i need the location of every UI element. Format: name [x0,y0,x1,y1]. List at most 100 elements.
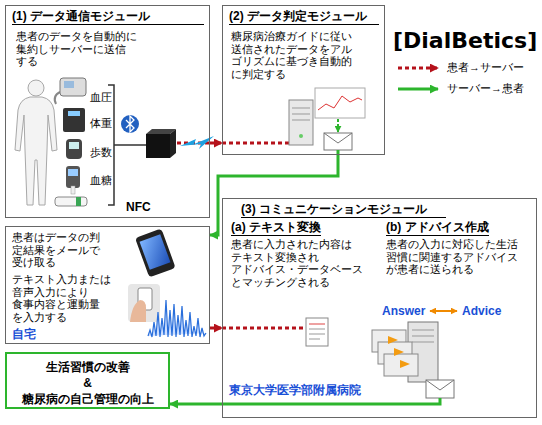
rect-shape [55,197,87,206]
polygon-shape [388,336,398,344]
path-shape [130,300,146,322]
rect-shape [146,134,170,158]
legend-text: 患者→サーバー [447,61,524,74]
human-figure [15,80,57,205]
circle-shape [28,80,44,96]
rect-shape [315,88,365,118]
sensor-label: 体重 [90,117,112,130]
sensor-label: 歩数 [90,146,112,159]
line-shape [309,329,325,330]
path-shape [55,92,60,104]
rect-shape [384,354,418,376]
polyline-shape [318,96,362,110]
match-arrow [430,310,457,312]
outcome-text: 生活習慣の改善 & 糖尿病の自己管理の向上 [7,359,168,407]
sub-heading: (a) テキスト変換 [231,220,321,236]
module-heading: (3) コミュニケーションモジュール [241,202,446,218]
sub-heading: (b) アドバイス作成 [386,220,489,236]
text-document [306,318,328,346]
rect-shape [68,169,78,176]
flow-label: Advice [462,304,501,318]
weight-scale [63,108,85,132]
rect-shape [372,330,406,352]
result-flow-line [222,398,440,404]
rect-shape [324,133,352,150]
interface-label: NFC [126,200,151,214]
rect-shape [306,318,328,346]
rect-shape [71,186,75,194]
connector-arrow [210,327,222,330]
diagram-title: [DialBetics] [393,28,537,54]
rect-shape [289,100,313,145]
rect-shape [408,322,438,382]
rect-shape [69,142,79,149]
module-box: (1) データ通信モジュール患者のデータを自動的に 集約しサーバーに送信 する [5,5,210,218]
bp-monitor [55,78,86,104]
mail-envelope [324,133,352,150]
glucose-meter [66,166,80,194]
polygon-shape [394,348,404,356]
rect-shape [378,342,412,364]
result-flow-line [337,119,339,132]
rect-shape [128,284,160,322]
pedometer [66,139,82,159]
wireless-bolt [180,136,214,149]
rect-shape [68,111,80,116]
sensor-label: 血糖 [90,174,112,187]
rect-shape [76,197,81,206]
bracket [108,85,146,205]
polygon-shape [146,129,176,134]
line-shape [292,108,310,109]
legend-sample-green [398,88,438,91]
sensor-label: 血圧 [90,91,112,104]
smartphone [135,228,176,277]
place-label: 自宅 [12,327,36,341]
rect-shape [426,380,454,398]
rect-shape [64,81,74,88]
connector-arrow [170,403,222,406]
body-text: テキスト入力または 音声入力により 食事内容と運動量 を入力する [12,273,134,323]
rect-shape [63,108,85,132]
legend-text: サーバー→患者 [447,82,524,95]
flow-label: Answer [382,304,425,318]
module-heading: (2) データ判定モジュール [229,9,379,25]
legend-sample-red [398,67,438,70]
hub-box [146,129,176,158]
body-text: 患者はデータの判 定結果をメールで 受け取る [12,231,134,269]
rect-shape [138,288,152,310]
rect-shape [60,78,86,96]
module-description: 患者の入力に対応した生活 習慣に関連するアドバイス が患者に送られる [386,238,536,276]
path-shape [15,97,57,205]
rect-shape [66,166,80,188]
rect-shape [66,139,82,159]
module-description: 糖尿病治療ガイドに従い 送信されたデータをアル ゴリズムに基づき自動的 に判定す… [231,30,381,80]
line-shape [412,330,434,331]
connector-arrow [210,155,338,235]
bluetooth-icon [121,115,139,133]
module-box: (2) データ判定モジュール糖尿病治療ガイドに従い 送信されたデータをアル ゴリ… [222,5,385,155]
polyline-shape [324,133,352,143]
judge-server [289,88,365,145]
line-shape [309,324,325,325]
hand-input-photo [128,284,160,322]
advice-server [372,322,438,382]
line-shape [309,339,320,340]
connector-arrow [210,142,222,145]
line-shape [309,334,325,335]
module-description: 患者のデータを自動的に 集約しサーバーに送信 する [16,30,196,68]
outcome-box: 生活習慣の改善 & 糖尿病の自己管理の向上 [5,352,170,409]
voice-waveform [148,300,206,337]
rect-shape [135,228,176,277]
nfc-device [55,197,87,206]
home-box: 患者はデータの判 定結果をメールで 受け取るテキスト入力または 音声入力により … [5,226,210,344]
mail-envelope [426,380,454,398]
circle-shape [299,134,303,138]
polyline-shape [426,380,454,390]
path-shape [126,116,134,132]
module-description: 患者に入力された内容は テキスト変換され アドバイス・データベース とマッチング… [231,238,381,288]
line-shape [292,120,310,121]
module-heading: (1) データ通信モジュール [12,9,204,25]
